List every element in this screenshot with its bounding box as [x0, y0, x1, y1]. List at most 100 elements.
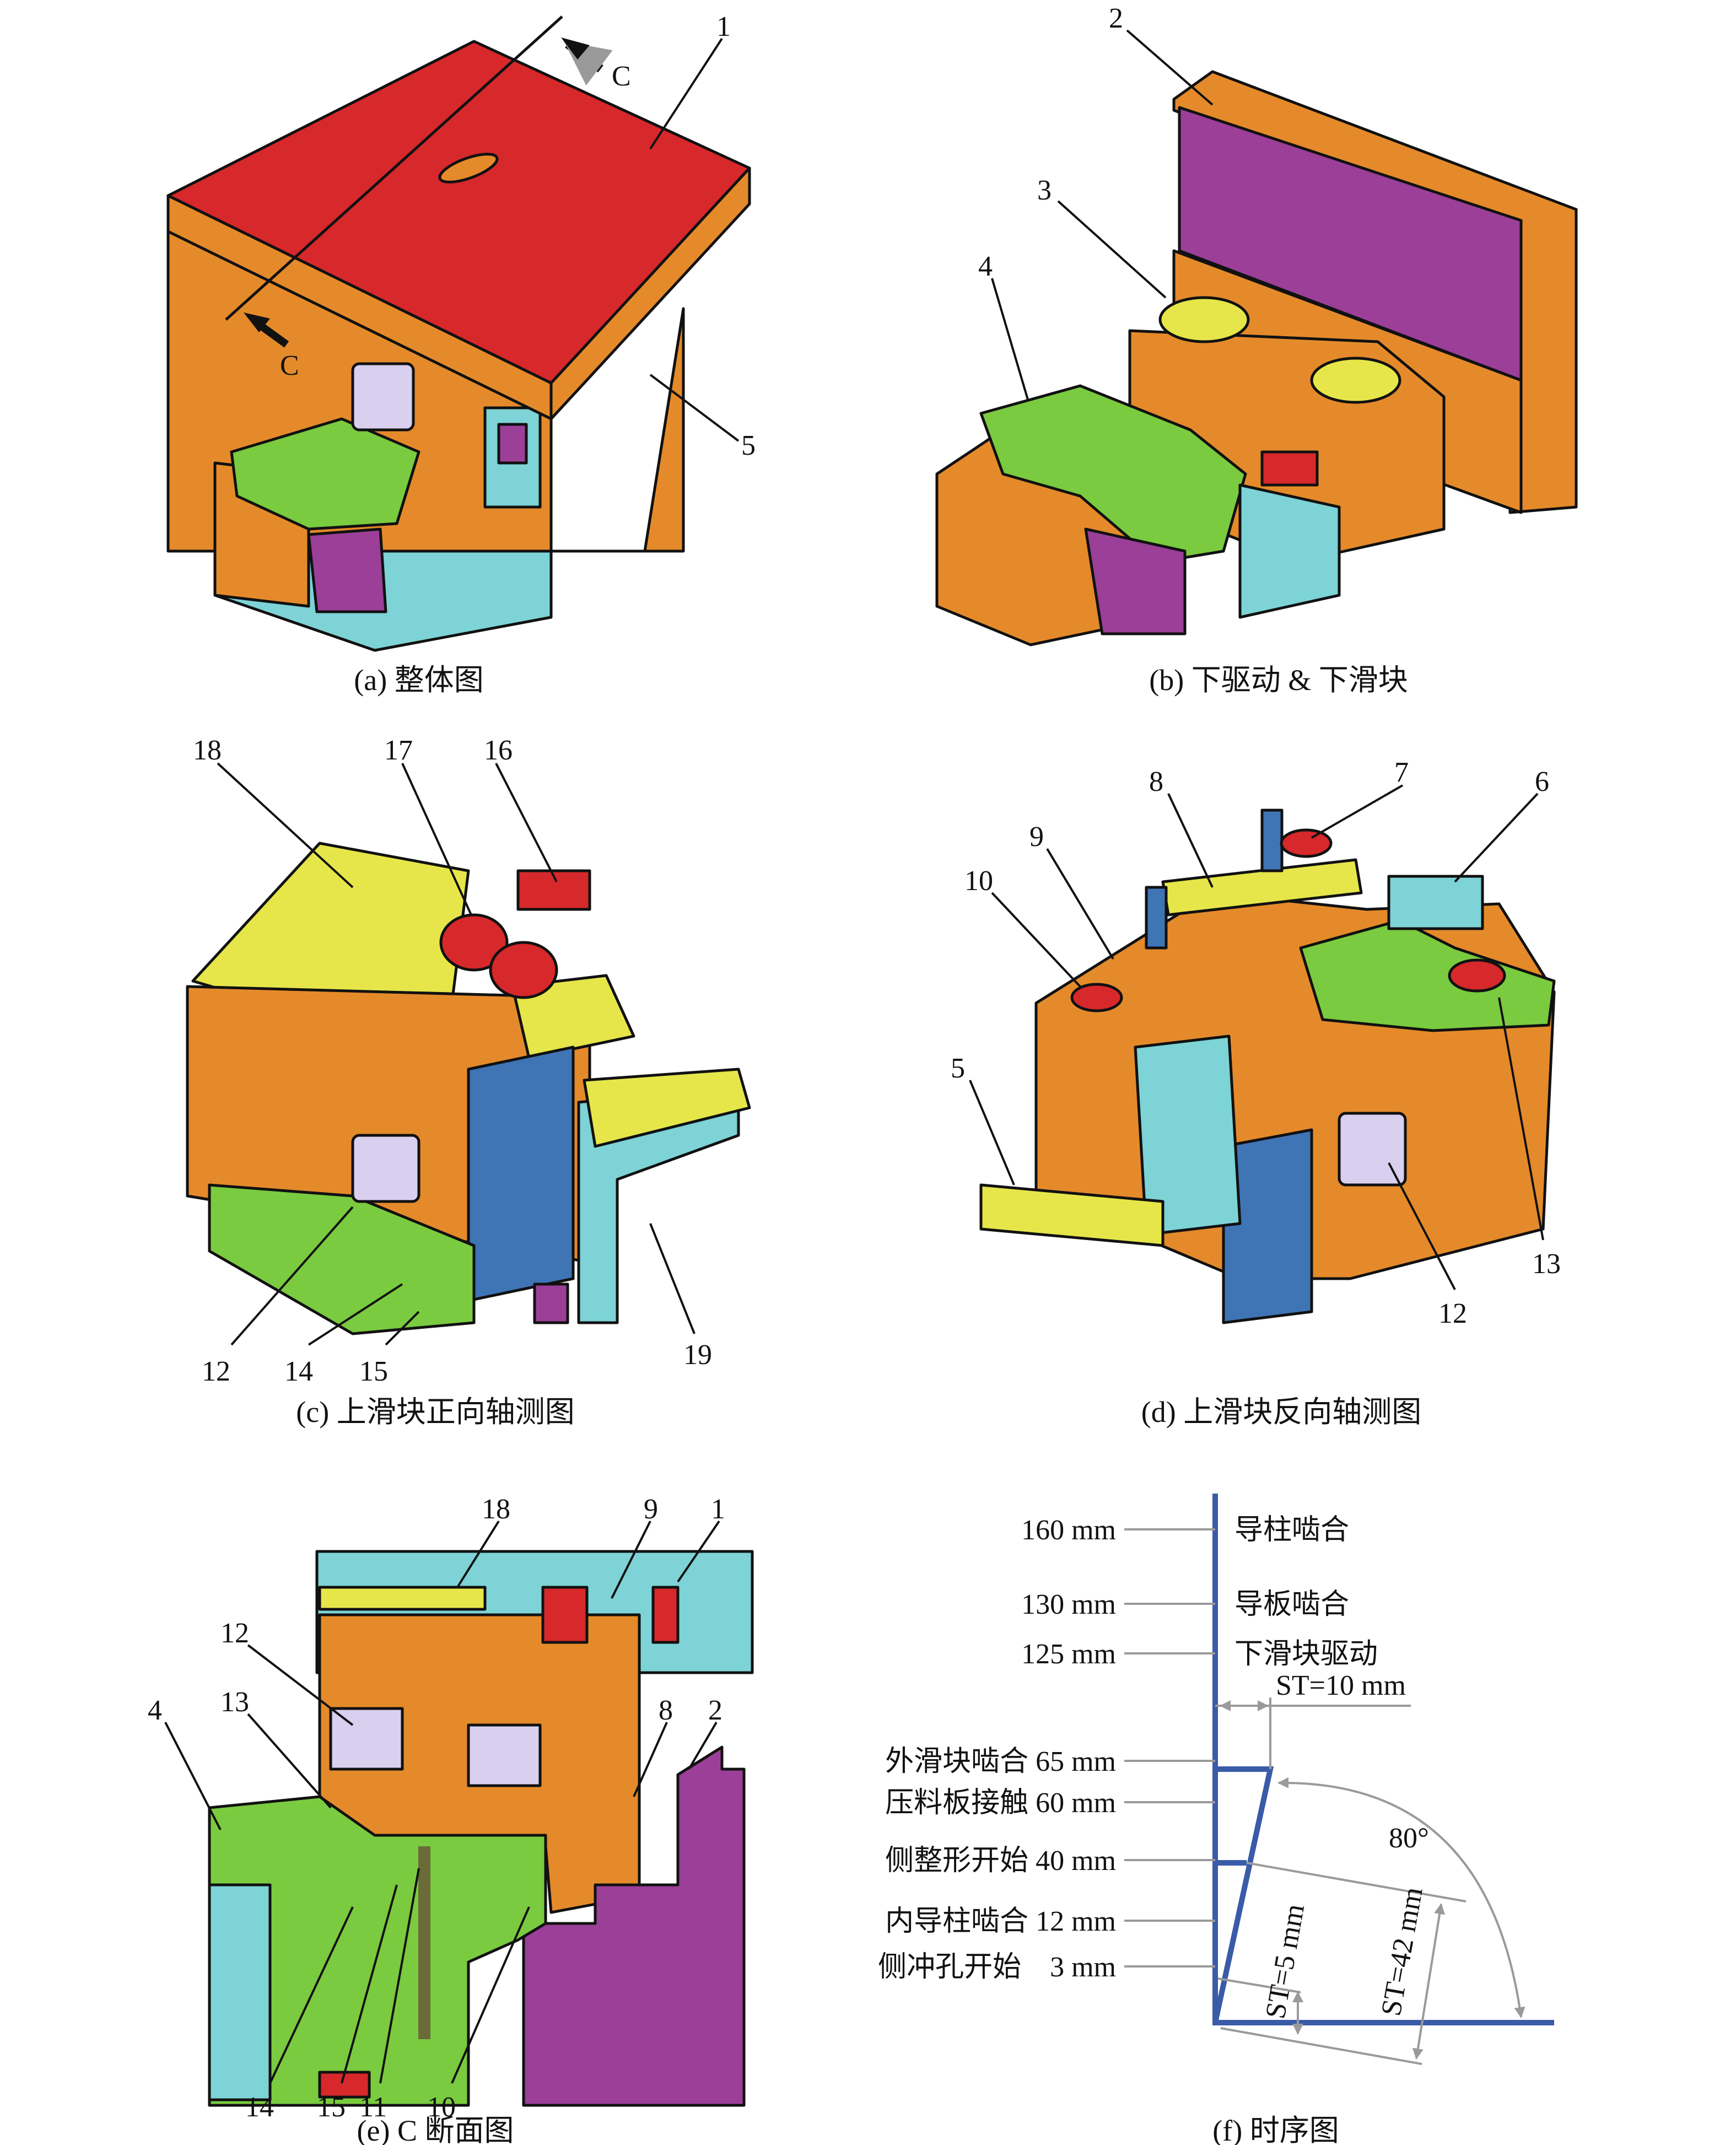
panel-a-overall-view: C C 1 5 (a) 整体图: [166, 11, 756, 697]
leader-e-18: [456, 1520, 500, 1588]
label-c-17: 17: [384, 735, 413, 766]
label-e-12: 12: [220, 1618, 249, 1649]
label-d-5: 5: [951, 1053, 965, 1084]
e-red-insert-2: [651, 1586, 680, 1644]
st-diag-ext-3: [1220, 2027, 1422, 2065]
label-e-2: 2: [708, 1695, 723, 1726]
e-purple-lower-slider: [522, 1745, 746, 2107]
leader-b-4: [991, 278, 1029, 400]
section-line: [225, 15, 563, 321]
event-outer-slider: 外滑块啮合 65 mm: [885, 1746, 1116, 1777]
label-c-18: 18: [193, 735, 222, 766]
event-side-form: 侧整形开始 40 mm: [885, 1845, 1116, 1877]
label-b-3: 3: [1037, 175, 1052, 206]
leader-b-2: [1126, 29, 1214, 106]
label-e-8: 8: [659, 1695, 673, 1726]
e-lavender-2: [467, 1723, 542, 1787]
c-yellow-side-plate: [511, 974, 635, 1060]
leader-a-1: [649, 37, 723, 150]
caption-c: (c) 上滑块正向轴测图: [296, 1395, 574, 1429]
event-lower-slider-drive: 下滑块驱动: [1234, 1639, 1378, 1670]
angle-label: 80°: [1389, 1823, 1429, 1854]
leader-c-18: [217, 762, 354, 888]
panel-f-timing-diagram: 160 mm 130 mm 125 mm 导柱啮合 导板啮合 下滑块驱动 外滑块…: [878, 1494, 1554, 2145]
section-mark-bottom: C: [280, 350, 299, 381]
c-red-roller-1: [439, 913, 509, 972]
label-e-9: 9: [644, 1494, 658, 1525]
c-purple-foot: [533, 1282, 569, 1324]
e-yellow-pad: [318, 1586, 487, 1611]
leader-e-12: [247, 1644, 354, 1726]
d-red-bushing-1: [1070, 983, 1123, 1012]
leader-e-9: [611, 1521, 651, 1599]
label-c-16: 16: [484, 735, 513, 766]
panel-d-upper-slider-back: 8 7 6 9 10 5 13 12 (d) 上滑块反向轴测图: [951, 757, 1561, 1429]
st42-label: ST=42 mm: [1376, 1885, 1429, 2018]
d-cyan-block: [1134, 1034, 1242, 1236]
label-a-5: 5: [741, 430, 756, 461]
c-yellow-right-plate: [583, 1068, 751, 1148]
d-lavender-cylinder: [1338, 1112, 1407, 1187]
d-yellow-bottom-plate: [979, 1183, 1164, 1247]
drive-cam-1: [1158, 296, 1250, 343]
label-d-9: 9: [1029, 821, 1044, 853]
leader-e-1: [677, 1520, 720, 1583]
d-blue-pin-2: [1260, 809, 1284, 872]
label-d-6: 6: [1535, 766, 1549, 797]
st10-label: ST=10 mm: [1276, 1670, 1406, 1701]
leader-c-15: [385, 1311, 420, 1346]
label-e-18: 18: [482, 1494, 510, 1525]
purple-small: [497, 423, 528, 465]
leader-c-16: [495, 763, 558, 882]
c-blue-block: [467, 1045, 575, 1302]
leader-d-8: [1167, 793, 1214, 888]
height-160: 160 mm: [1021, 1515, 1116, 1546]
purple-lower: [1084, 527, 1187, 635]
leader-d-13: [1498, 997, 1544, 1241]
leader-d-10: [991, 892, 1081, 988]
leader-e-8: [633, 1722, 668, 1797]
panel-c-upper-slider-front: 18 17 16 12 14 15 19 (c) 上滑块正向轴测图: [186, 735, 751, 1429]
leader-c-14: [308, 1283, 403, 1346]
label-e-15: 15: [317, 2092, 346, 2123]
st-diag-ext-2: [1217, 1977, 1301, 1993]
leader-c-12: [230, 1206, 354, 1346]
section-arrow-head-bottom: [244, 312, 270, 332]
leader-b-3: [1057, 200, 1167, 299]
leader-d-9: [1046, 848, 1114, 960]
top-plate-side: [549, 166, 751, 421]
caption-d: (d) 上滑块反向轴测图: [1141, 1395, 1421, 1429]
label-e-10: 10: [427, 2092, 456, 2123]
st42-arrow: [1412, 1903, 1446, 2060]
label-c-14: 14: [284, 1356, 313, 1387]
label-d-7: 7: [1394, 757, 1409, 788]
label-e-1: 1: [711, 1494, 725, 1525]
leader-d-7: [1311, 784, 1403, 839]
green-lower-slider: [979, 384, 1247, 564]
leader-a-5: [649, 374, 740, 442]
label-c-15: 15: [359, 1356, 388, 1387]
label-d-8: 8: [1149, 766, 1163, 797]
height-130: 130 mm: [1021, 1589, 1116, 1620]
c-lavender-cylinder: [351, 1134, 420, 1203]
leader-d-6: [1454, 793, 1539, 883]
red-drive-block: [1260, 450, 1319, 487]
event-inner-guide: 内导柱啮合 12 mm: [885, 1906, 1116, 1937]
label-e-14: 14: [245, 2092, 274, 2123]
leader-e-2: [688, 1721, 718, 1770]
event-pad-contact: 压料板接触 60 mm: [885, 1787, 1116, 1819]
label-b-4: 4: [978, 251, 993, 282]
event-guide-post: 导柱啮合: [1234, 1515, 1349, 1546]
top-plate-slot: [438, 153, 499, 184]
label-c-12: 12: [202, 1356, 230, 1387]
caption-f: (f) 时序图: [1212, 2114, 1339, 2145]
timing-outer-stroke: [1212, 1766, 1274, 2024]
leader-d-12: [1388, 1162, 1456, 1290]
d-red-bushing-3: [1448, 958, 1506, 993]
panel-b-lower-drive: 2 3 4 (b) 下驱动 & 下滑块: [935, 3, 1578, 697]
label-c-19: 19: [683, 1339, 712, 1371]
leader-d-5: [969, 1080, 1015, 1185]
label-d-10: 10: [964, 865, 993, 897]
label-d-13: 13: [1532, 1248, 1561, 1280]
